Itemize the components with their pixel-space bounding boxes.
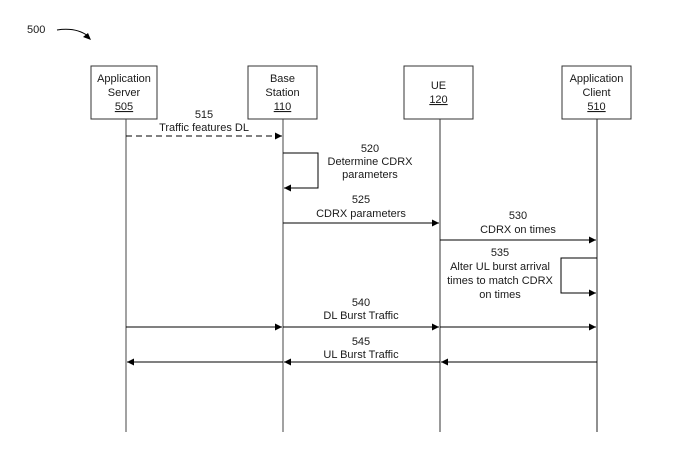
- message-label: UL Burst Traffic: [323, 349, 399, 361]
- message-label: CDRX on times: [480, 224, 556, 236]
- message-530: 530 CDRX on times: [440, 210, 596, 244]
- participant-ref: 505: [115, 101, 133, 113]
- message-label: times to match CDRX: [447, 275, 553, 287]
- figure-ref-arrow: [56, 28, 89, 37]
- message-545: 545 UL Burst Traffic: [127, 336, 597, 366]
- message-label: Traffic features DL: [159, 122, 249, 134]
- message-ref: 525: [352, 194, 370, 206]
- message-540: 540 DL Burst Traffic: [126, 297, 596, 331]
- participant-ref: 120: [429, 94, 447, 106]
- participant-name-line: Application: [97, 73, 151, 85]
- message-ref: 515: [195, 109, 213, 121]
- participant-name-line: Server: [108, 87, 141, 99]
- message-label: on times: [479, 289, 521, 301]
- message-ref: 535: [491, 247, 509, 259]
- participant-application-server: Application Server 505: [90, 65, 158, 432]
- participant-ref: 510: [587, 101, 605, 113]
- participant-name-line: Base: [270, 73, 295, 85]
- message-ref: 520: [361, 143, 379, 155]
- participant-base-station: Base Station 110: [247, 65, 318, 432]
- participant-box: [403, 65, 474, 120]
- message-535: 535 Alter UL burst arrival times to matc…: [447, 247, 597, 301]
- self-loop-arrow: [560, 257, 597, 297]
- self-loop-arrow: [283, 152, 319, 192]
- message-520: 520 Determine CDRX parameters: [283, 143, 414, 192]
- participant-box: [90, 65, 158, 120]
- message-label: CDRX parameters: [316, 208, 406, 220]
- message-ref: 545: [352, 336, 370, 348]
- message-515: 515 Traffic features DL: [126, 109, 282, 140]
- message-ref: 530: [509, 210, 527, 222]
- participant-name-line: Application: [570, 73, 624, 85]
- message-label: Determine CDRX: [328, 156, 414, 168]
- participant-name-line: Station: [265, 87, 299, 99]
- message-label: Alter UL burst arrival: [450, 261, 550, 273]
- message-525: 525 CDRX parameters: [283, 194, 439, 227]
- participant-ref: 110: [274, 101, 292, 113]
- participant-name-line: Client: [582, 87, 610, 99]
- figure-ref-arrowhead-icon: [83, 33, 91, 40]
- participant-application-client: Application Client 510: [561, 65, 632, 432]
- message-label: DL Burst Traffic: [323, 310, 399, 322]
- participant-name-line: UE: [431, 80, 446, 92]
- participant-ue: UE 120: [403, 65, 474, 432]
- message-label: parameters: [342, 169, 398, 181]
- message-ref: 540: [352, 297, 370, 309]
- figure-ref-label: 500: [27, 24, 45, 36]
